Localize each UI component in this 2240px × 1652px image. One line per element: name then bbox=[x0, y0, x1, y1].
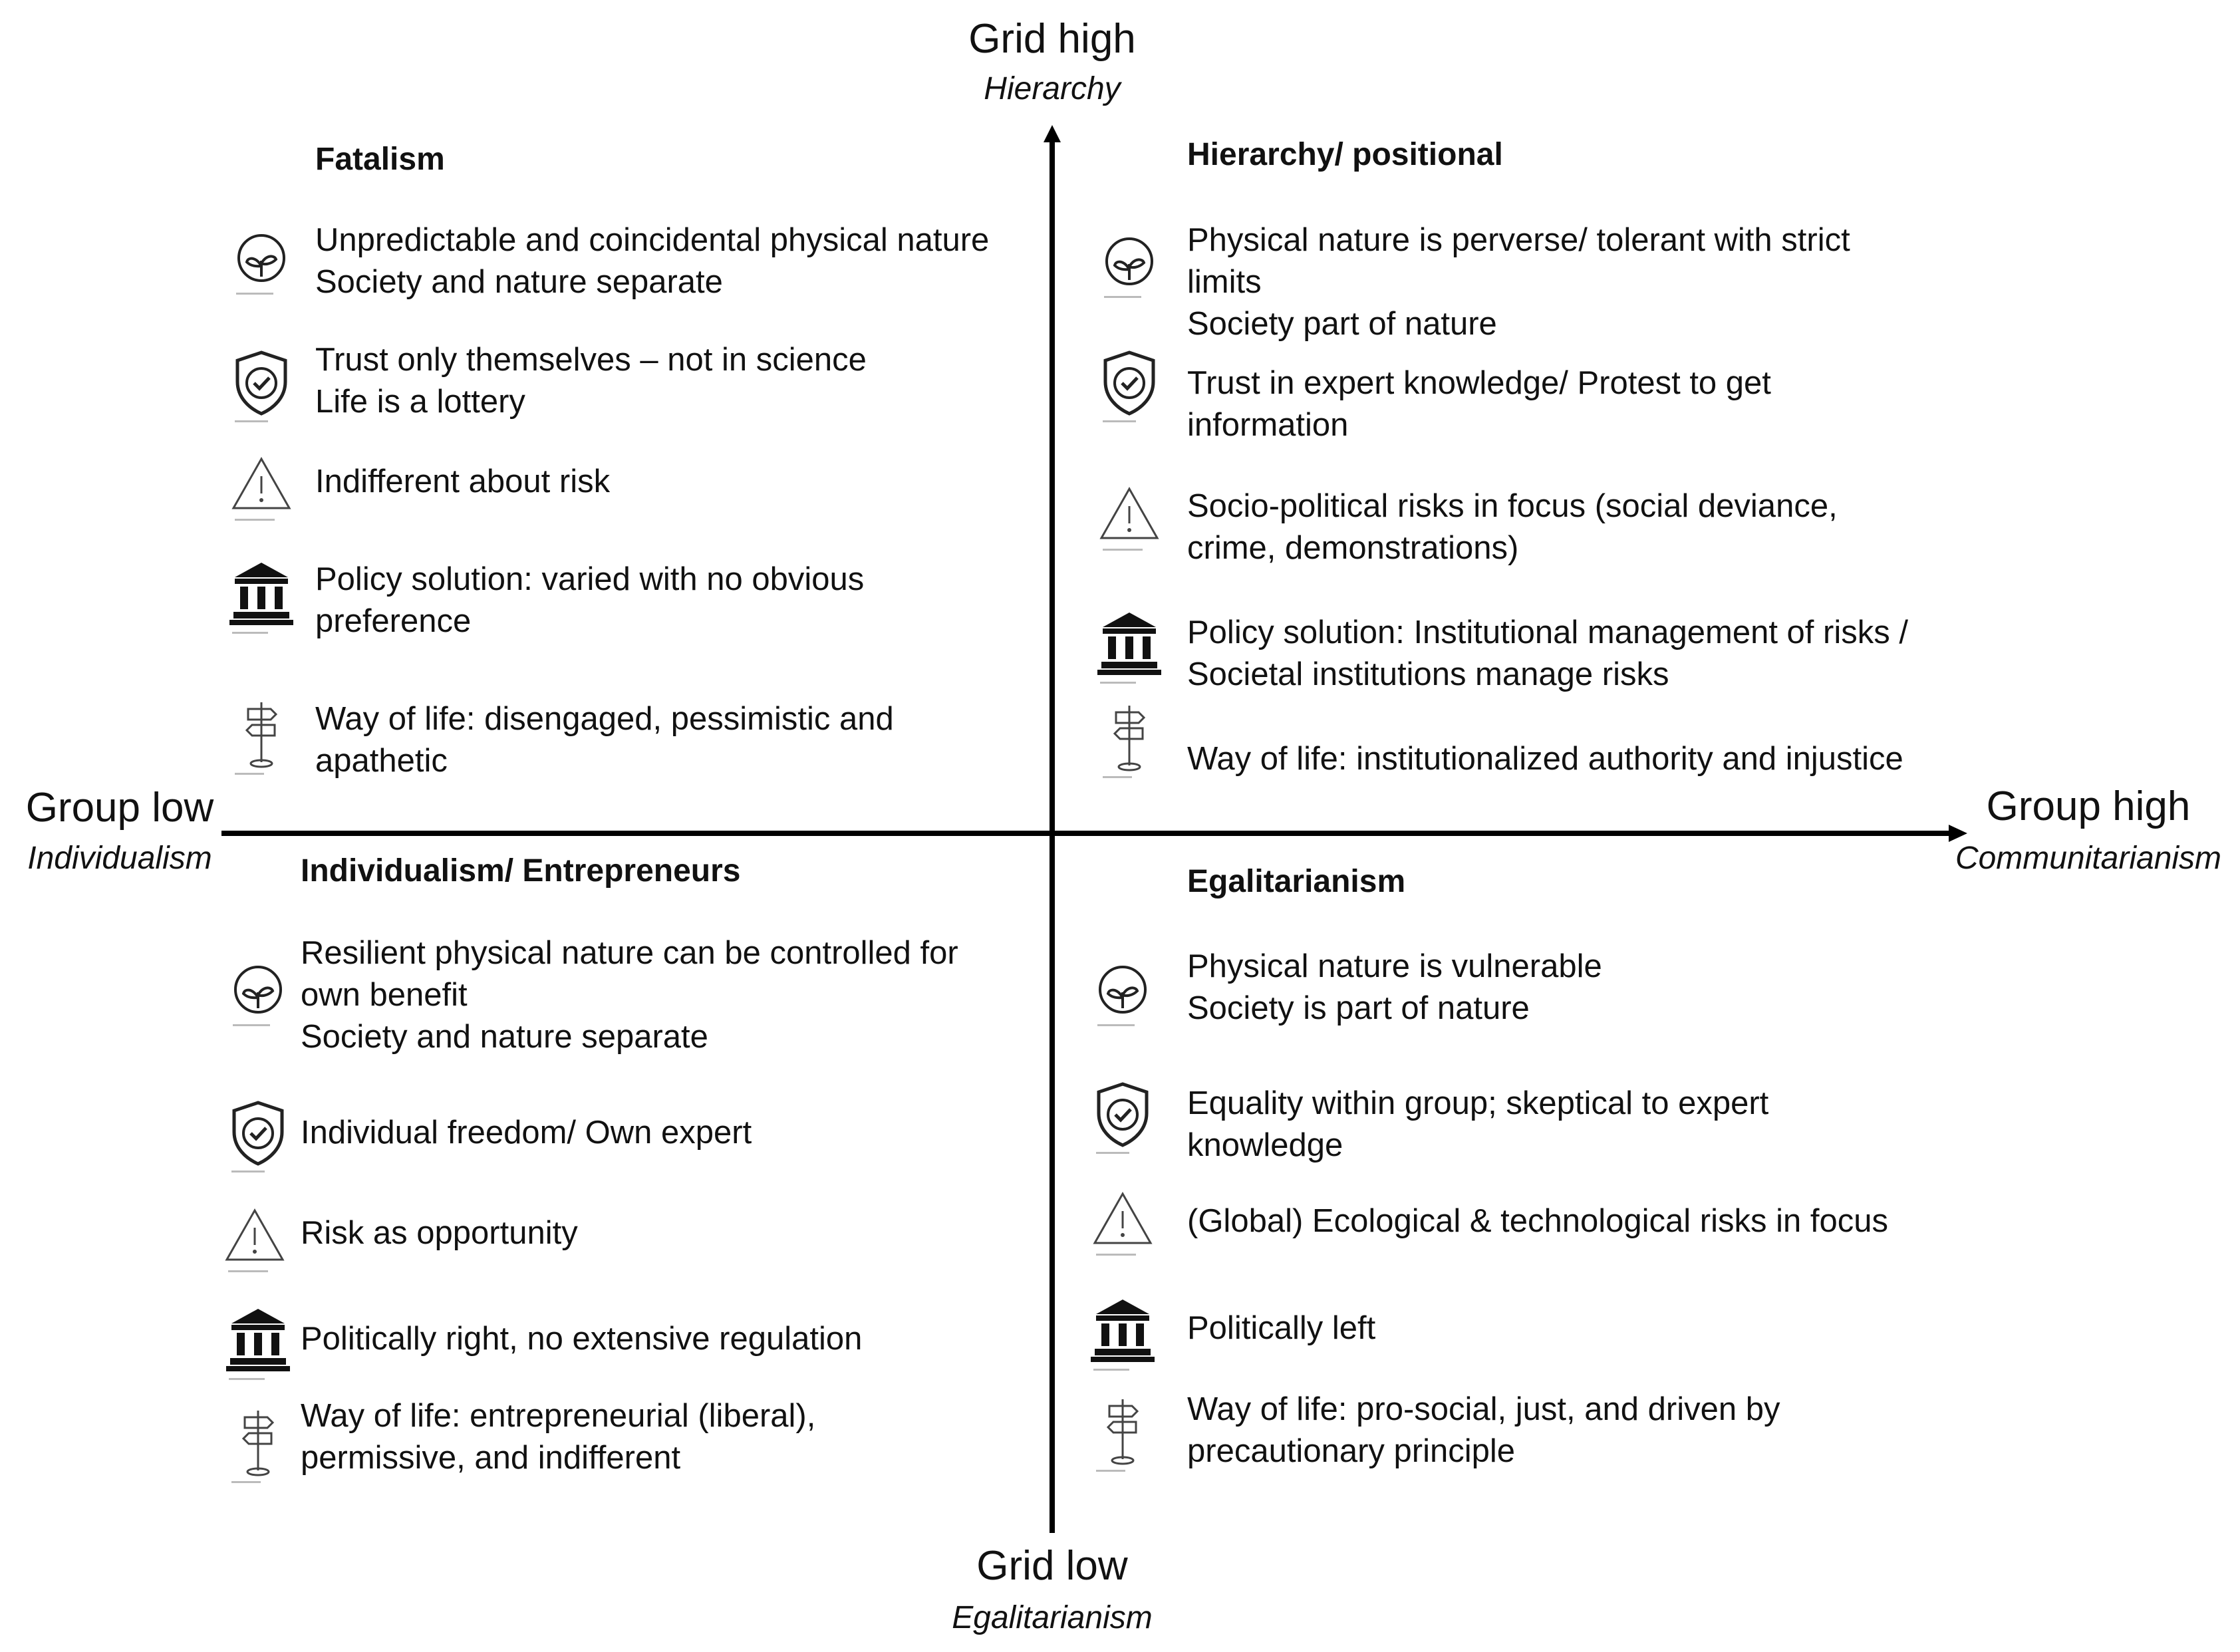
item-line: precautionary principle bbox=[1187, 1433, 1515, 1469]
axis-bottom-subtitle: Egalitarianism bbox=[952, 1600, 1153, 1635]
item-line: Individual freedom/ Own expert bbox=[301, 1115, 752, 1151]
hierarchy-item-5: Way of life: institutionalized authority… bbox=[1187, 738, 1903, 780]
item-line: Societal institutions manage risks bbox=[1187, 656, 1669, 692]
item-line: Physical nature is vulnerable bbox=[1187, 948, 1602, 984]
axis-top-title: Grid high bbox=[968, 16, 1136, 62]
institution-icon bbox=[226, 1305, 290, 1385]
warning-icon bbox=[1097, 482, 1161, 562]
item-line: Way of life: disengaged, pessimistic and bbox=[315, 701, 894, 737]
hierarchy-item-2: Trust in expert knowledge/ Protest to ge… bbox=[1187, 362, 1771, 446]
individualism-item-5: Way of life: entrepreneurial (liberal), p… bbox=[301, 1395, 815, 1479]
item-line: limits bbox=[1187, 264, 1262, 300]
item-line: apathetic bbox=[315, 743, 448, 779]
item-line: knowledge bbox=[1187, 1127, 1343, 1163]
egalitarianism-item-4: Politically left bbox=[1187, 1308, 1375, 1349]
individualism-item-3: Risk as opportunity bbox=[301, 1212, 578, 1254]
fatalism-item-3: Indifferent about risk bbox=[315, 461, 610, 503]
item-line: Risk as opportunity bbox=[301, 1215, 578, 1251]
institution-icon bbox=[229, 559, 293, 638]
item-line: Policy solution: varied with no obvious bbox=[315, 561, 865, 597]
warning-icon bbox=[1091, 1187, 1155, 1267]
institution-icon bbox=[1097, 609, 1161, 688]
shield-check-icon bbox=[1097, 347, 1161, 427]
item-line: Unpredictable and coincidental physical … bbox=[315, 222, 990, 258]
item-line: Society and nature separate bbox=[301, 1019, 708, 1055]
axis-right-subtitle: Communitarianism bbox=[1955, 841, 2222, 876]
warning-icon bbox=[223, 1204, 287, 1284]
item-line: Life is a lottery bbox=[315, 384, 525, 420]
item-line: Socio-political risks in focus (social d… bbox=[1187, 488, 1838, 524]
egalitarianism-item-5: Way of life: pro-social, just, and drive… bbox=[1187, 1389, 1780, 1472]
item-line: Physical nature is perverse/ tolerant wi… bbox=[1187, 222, 1850, 258]
hierarchy-item-4: Policy solution: Institutional managemen… bbox=[1187, 612, 1908, 696]
item-line: Trust in expert knowledge/ Protest to ge… bbox=[1187, 365, 1771, 401]
item-line: crime, demonstrations) bbox=[1187, 530, 1519, 566]
item-line: (Global) Ecological & technological risk… bbox=[1187, 1203, 1888, 1239]
quadrant-title-hierarchy: Hierarchy/ positional bbox=[1187, 137, 1503, 172]
item-line: Society and nature separate bbox=[315, 264, 723, 300]
plant-icon bbox=[229, 226, 293, 306]
item-line: Politically left bbox=[1187, 1310, 1376, 1346]
quadrant-title-egalitarianism: Egalitarianism bbox=[1187, 864, 1406, 899]
axis-left-subtitle: Individualism bbox=[27, 841, 212, 876]
item-line: Politically right, no extensive regulati… bbox=[301, 1321, 863, 1357]
shield-check-icon bbox=[229, 347, 293, 427]
shield-check-icon bbox=[1091, 1079, 1155, 1159]
axis-bottom-title: Grid low bbox=[976, 1543, 1128, 1589]
axis-left-title: Group low bbox=[25, 785, 214, 831]
hierarchy-item-1: Physical nature is perverse/ tolerant wi… bbox=[1187, 219, 1850, 345]
institution-icon bbox=[1091, 1296, 1155, 1375]
item-line: Way of life: pro-social, just, and drive… bbox=[1187, 1391, 1780, 1427]
item-line: Society part of nature bbox=[1187, 306, 1497, 342]
item-line: information bbox=[1187, 407, 1349, 443]
fatalism-item-1: Unpredictable and coincidental physical … bbox=[315, 219, 989, 303]
individualism-item-2: Individual freedom/ Own expert bbox=[301, 1112, 752, 1154]
signpost-icon bbox=[229, 698, 293, 778]
signpost-icon bbox=[1097, 702, 1161, 781]
individualism-item-1: Resilient physical nature can be control… bbox=[301, 932, 958, 1058]
item-line: Society is part of nature bbox=[1187, 990, 1530, 1026]
fatalism-item-5: Way of life: disengaged, pessimistic and… bbox=[315, 698, 894, 782]
axis-right-title: Group high bbox=[1986, 783, 2191, 829]
horizontal-axis-arrowhead bbox=[1949, 825, 1967, 842]
item-line: permissive, and indifferent bbox=[301, 1440, 681, 1476]
signpost-icon bbox=[1091, 1395, 1155, 1475]
item-line: Way of life: institutionalized authority… bbox=[1187, 741, 1903, 777]
item-line: Way of life: entrepreneurial (liberal), bbox=[301, 1398, 816, 1434]
item-line: Resilient physical nature can be control… bbox=[301, 935, 958, 971]
individualism-item-4: Politically right, no extensive regulati… bbox=[301, 1318, 862, 1360]
shield-check-icon bbox=[226, 1097, 290, 1177]
plant-icon bbox=[1097, 229, 1161, 309]
item-line: Indifferent about risk bbox=[315, 464, 611, 499]
item-line: Equality within group; skeptical to expe… bbox=[1187, 1085, 1769, 1121]
egalitarianism-item-3: (Global) Ecological & technological risk… bbox=[1187, 1200, 1888, 1242]
quadrant-title-individualism: Individualism/ Entrepreneurs bbox=[301, 853, 741, 889]
hierarchy-item-3: Socio-political risks in focus (social d… bbox=[1187, 485, 1838, 569]
egalitarianism-item-2: Equality within group; skeptical to expe… bbox=[1187, 1083, 1768, 1167]
fatalism-item-4: Policy solution: varied with no obvious p… bbox=[315, 559, 864, 642]
signpost-icon bbox=[226, 1407, 290, 1486]
item-line: Policy solution: Institutional managemen… bbox=[1187, 615, 1908, 650]
axis-top-subtitle: Hierarchy bbox=[984, 71, 1121, 106]
plant-icon bbox=[1091, 958, 1155, 1037]
item-line: Trust only themselves – not in science bbox=[315, 342, 867, 378]
warning-icon bbox=[229, 452, 293, 532]
vertical-axis-arrowhead bbox=[1044, 125, 1061, 142]
item-line: preference bbox=[315, 603, 472, 639]
item-line: own benefit bbox=[301, 977, 468, 1013]
plant-icon bbox=[226, 958, 290, 1037]
quadrant-title-fatalism: Fatalism bbox=[315, 142, 445, 177]
